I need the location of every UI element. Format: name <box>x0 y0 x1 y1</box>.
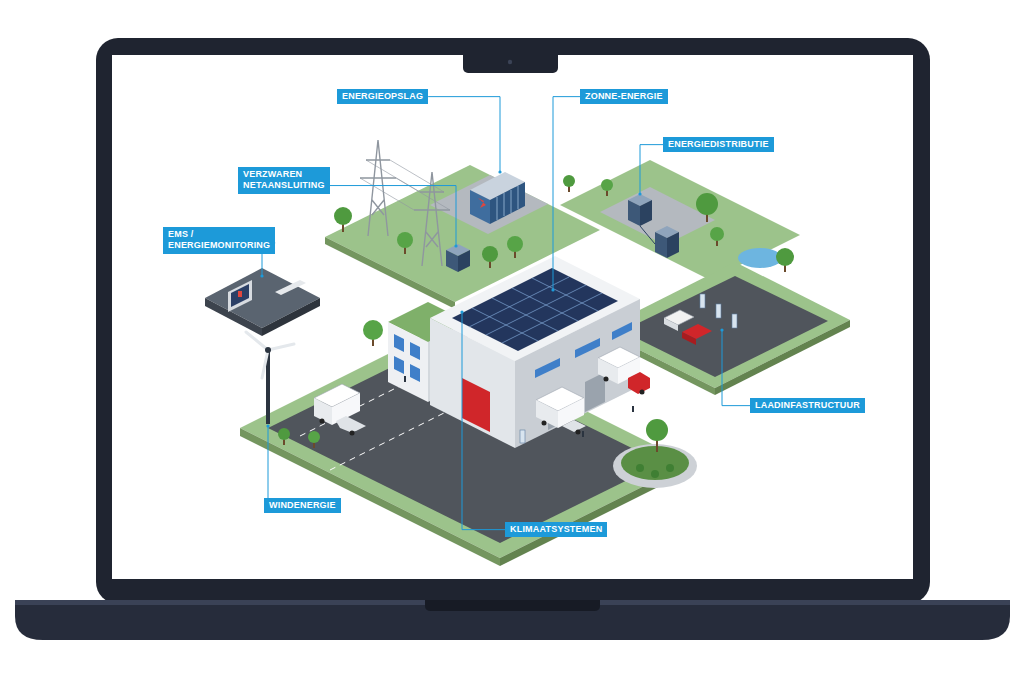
transformer <box>446 250 458 272</box>
label-text: VERZWAREN NETAANSLUITING <box>243 169 325 192</box>
ground <box>560 160 800 280</box>
label-text: LAADINFASTRUCTUUR <box>755 400 860 411</box>
roundabout <box>613 444 697 488</box>
label-text: KLIMAATSYSTEMEN <box>510 524 602 535</box>
label-text: EMS / ENERGIEMONITORING <box>168 229 270 252</box>
leader-dot <box>551 288 554 291</box>
leader-line <box>553 97 580 290</box>
tree <box>278 175 794 478</box>
callout-label: VERZWAREN NETAANSLUITING <box>238 167 330 194</box>
distribution-cabinet <box>628 194 679 258</box>
chart-bar <box>238 291 242 297</box>
base-groove <box>425 600 600 611</box>
truck <box>536 387 586 435</box>
callout-label: KLIMAATSYSTEMEN <box>505 522 607 537</box>
ground-edge <box>325 237 455 309</box>
camera <box>508 60 512 64</box>
truck <box>598 347 650 395</box>
leader-dot <box>460 310 463 313</box>
callout-label: EMS / ENERGIEMONITORING <box>163 227 275 254</box>
leader-dot <box>638 192 641 195</box>
solar-panels <box>452 268 618 351</box>
door <box>462 378 490 432</box>
leader-line <box>722 330 750 406</box>
car <box>664 310 712 345</box>
leader-line <box>268 426 269 498</box>
asphalt <box>622 276 828 377</box>
laptop-screen <box>112 55 913 579</box>
transformer <box>458 250 470 272</box>
laptop-icon <box>228 280 252 312</box>
leader-line <box>640 145 663 194</box>
callout-label: LAADINFASTRUCTUUR <box>750 398 865 413</box>
roundabout-green <box>621 446 689 480</box>
ems-platform <box>205 268 320 328</box>
charging-station <box>520 294 737 443</box>
power-pylon <box>360 140 450 266</box>
label-text: ENERGIEOPSLAG <box>342 91 423 102</box>
person <box>404 376 634 437</box>
callout-label: WINDENERGIE <box>264 498 341 513</box>
label-text: WINDENERGIE <box>269 500 336 511</box>
callout-label: ENERGIEDISTRIBUTIE <box>663 137 774 152</box>
leader-dot <box>498 170 501 173</box>
truck <box>314 384 366 436</box>
leader-line <box>462 312 505 530</box>
camera-notch <box>463 55 558 73</box>
callout-label: ZONNE-ENERGIE <box>580 89 668 104</box>
callout-label: ENERGIEOPSLAG <box>337 89 428 104</box>
label-text: ZONNE-ENERGIE <box>585 91 663 102</box>
battery-storage <box>470 172 525 224</box>
leader-dot <box>720 328 723 331</box>
leader-line <box>428 97 500 172</box>
scene <box>205 140 850 566</box>
pond <box>738 248 782 268</box>
leader-dot <box>454 244 457 247</box>
ground-edge <box>262 298 320 336</box>
leader-dot <box>260 274 263 277</box>
leader-dot <box>266 424 269 427</box>
leader-line <box>330 186 456 246</box>
label-text: ENERGIEDISTRIBUTIE <box>668 139 769 150</box>
wind-turbine <box>246 332 294 424</box>
laptop-base <box>15 600 1010 640</box>
laptop-lid <box>96 38 930 604</box>
router-icon <box>275 280 306 295</box>
laptop-icon-screen <box>231 284 249 307</box>
